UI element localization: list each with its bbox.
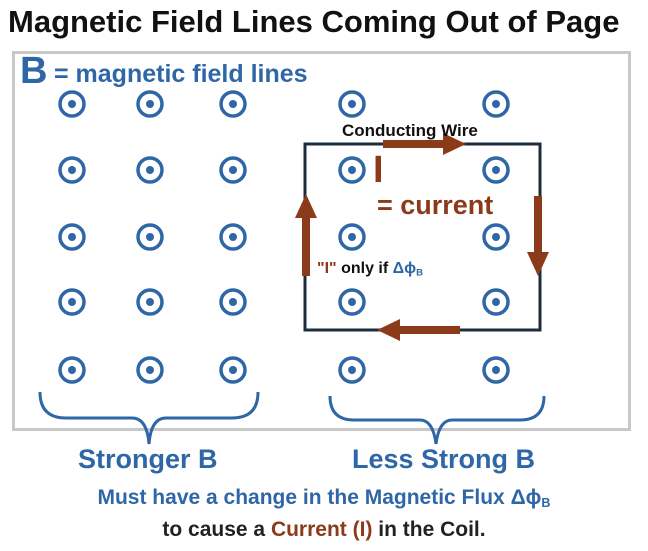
condition-sub: B xyxy=(416,267,424,279)
field-out-of-page-icon xyxy=(136,156,164,184)
field-out-of-page-icon xyxy=(482,356,510,384)
brace-stronger xyxy=(38,391,260,445)
field-out-of-page-icon xyxy=(482,90,510,118)
field-out-of-page-icon xyxy=(136,288,164,316)
brace-less-strong xyxy=(328,395,546,445)
stronger-field-symbols xyxy=(58,90,247,384)
field-out-of-page-icon xyxy=(338,156,366,184)
current-symbol: I xyxy=(373,149,384,191)
field-out-of-page-icon xyxy=(136,223,164,251)
field-out-of-page-icon xyxy=(338,90,366,118)
current-arrow-right xyxy=(527,196,549,276)
footer-line-1: Must have a change in the Magnetic Flux … xyxy=(0,486,648,510)
field-out-of-page-icon xyxy=(219,90,247,118)
field-out-of-page-icon xyxy=(338,223,366,251)
current-arrow-bottom xyxy=(377,319,460,341)
field-out-of-page-icon xyxy=(58,288,86,316)
field-out-of-page-icon xyxy=(58,356,86,384)
field-out-of-page-icon xyxy=(482,288,510,316)
current-arrow-top xyxy=(383,133,466,155)
field-out-of-page-icon xyxy=(219,156,247,184)
field-out-of-page-icon xyxy=(338,356,366,384)
field-out-of-page-icon xyxy=(219,223,247,251)
field-out-of-page-icon xyxy=(58,90,86,118)
less-strong-b-label: Less Strong B xyxy=(352,444,536,474)
field-out-of-page-icon xyxy=(136,90,164,118)
legend-definition: = magnetic field lines xyxy=(54,60,308,88)
conducting-wire-label: Conducting Wire xyxy=(342,121,478,140)
field-out-of-page-icon xyxy=(482,156,510,184)
footer-line-1-sub: B xyxy=(541,496,551,511)
footer-line-2-pre: to cause a xyxy=(162,518,271,541)
footer-line-2-highlight: Current (I) xyxy=(270,518,373,541)
weaker-field-symbols xyxy=(338,90,510,384)
legend-b-symbol: B xyxy=(20,50,48,92)
field-out-of-page-icon xyxy=(219,288,247,316)
condition-text: only if xyxy=(336,260,393,277)
field-out-of-page-icon xyxy=(338,288,366,316)
field-out-of-page-icon xyxy=(58,156,86,184)
stronger-b-label: Stronger B xyxy=(78,444,218,474)
condition-quote: "I" xyxy=(317,260,337,277)
page-title: Magnetic Field Lines Coming Out of Page xyxy=(8,4,620,39)
current-condition: "I" only if ΔϕB xyxy=(317,260,423,278)
condition-delta: Δϕ xyxy=(392,260,417,277)
field-out-of-page-icon xyxy=(219,356,247,384)
current-arrow-left xyxy=(295,194,317,276)
field-out-of-page-icon xyxy=(58,223,86,251)
current-definition: = current xyxy=(377,190,494,220)
footer-line-2-post: in the Coil. xyxy=(372,518,486,541)
field-out-of-page-icon xyxy=(482,223,510,251)
diagram-frame xyxy=(12,51,631,431)
footer-line-2: to cause a Current (I) in the Coil. xyxy=(0,518,648,542)
field-out-of-page-icon xyxy=(136,356,164,384)
footer-line-1-text: Must have a change in the Magnetic Flux … xyxy=(97,486,542,509)
